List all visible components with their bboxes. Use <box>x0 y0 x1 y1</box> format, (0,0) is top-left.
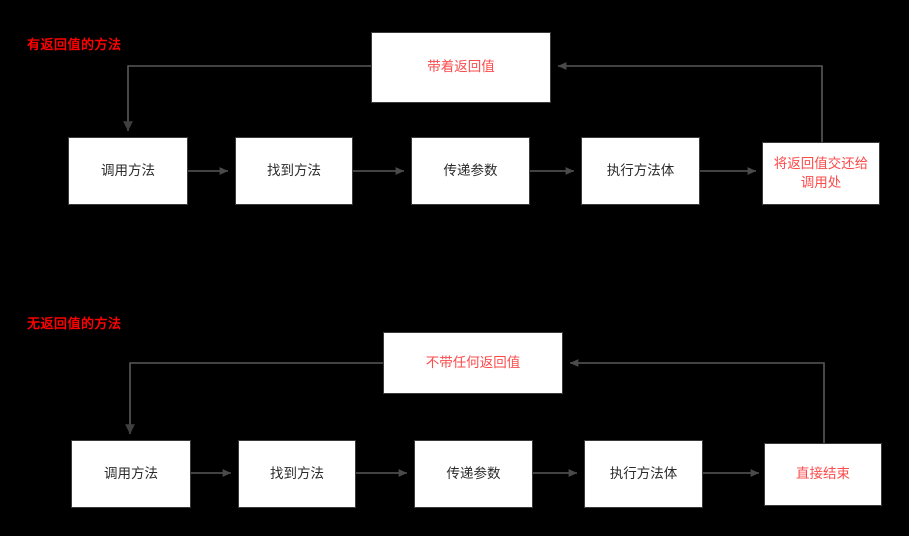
node-bottom-step-1-call-method[interactable]: 调用方法 <box>71 440 191 508</box>
node-bottom-no-return-value[interactable]: 不带任何返回值 <box>383 332 563 394</box>
connector-bottom-returnbox-to-step1 <box>125 362 383 435</box>
connector-top-returnbox-to-step1 <box>123 65 371 132</box>
node-top-step-4-execute-body[interactable]: 执行方法体 <box>581 137 700 205</box>
section-title-no-return: 无返回值的方法 <box>27 317 122 332</box>
section-title-with-return: 有返回值的方法 <box>27 38 122 53</box>
node-top-step-1-call-method[interactable]: 调用方法 <box>68 137 188 205</box>
node-top-return-value[interactable]: 带着返回值 <box>371 32 551 103</box>
node-bottom-step-4-execute-body[interactable]: 执行方法体 <box>584 440 703 508</box>
node-top-step-3-pass-parameters[interactable]: 传递参数 <box>411 137 530 205</box>
connector-top-step5-to-returnbox <box>557 62 823 142</box>
node-top-step-5-return-to-caller[interactable]: 将返回值交还给 调用处 <box>762 142 880 205</box>
connector-bottom-step5-to-returnbox <box>569 359 825 443</box>
node-top-step-2-find-method[interactable]: 找到方法 <box>235 137 353 205</box>
node-bottom-step-3-pass-parameters[interactable]: 传递参数 <box>414 440 533 508</box>
node-bottom-step-2-find-method[interactable]: 找到方法 <box>238 440 356 508</box>
node-bottom-step-5-direct-end[interactable]: 直接结束 <box>764 443 882 506</box>
